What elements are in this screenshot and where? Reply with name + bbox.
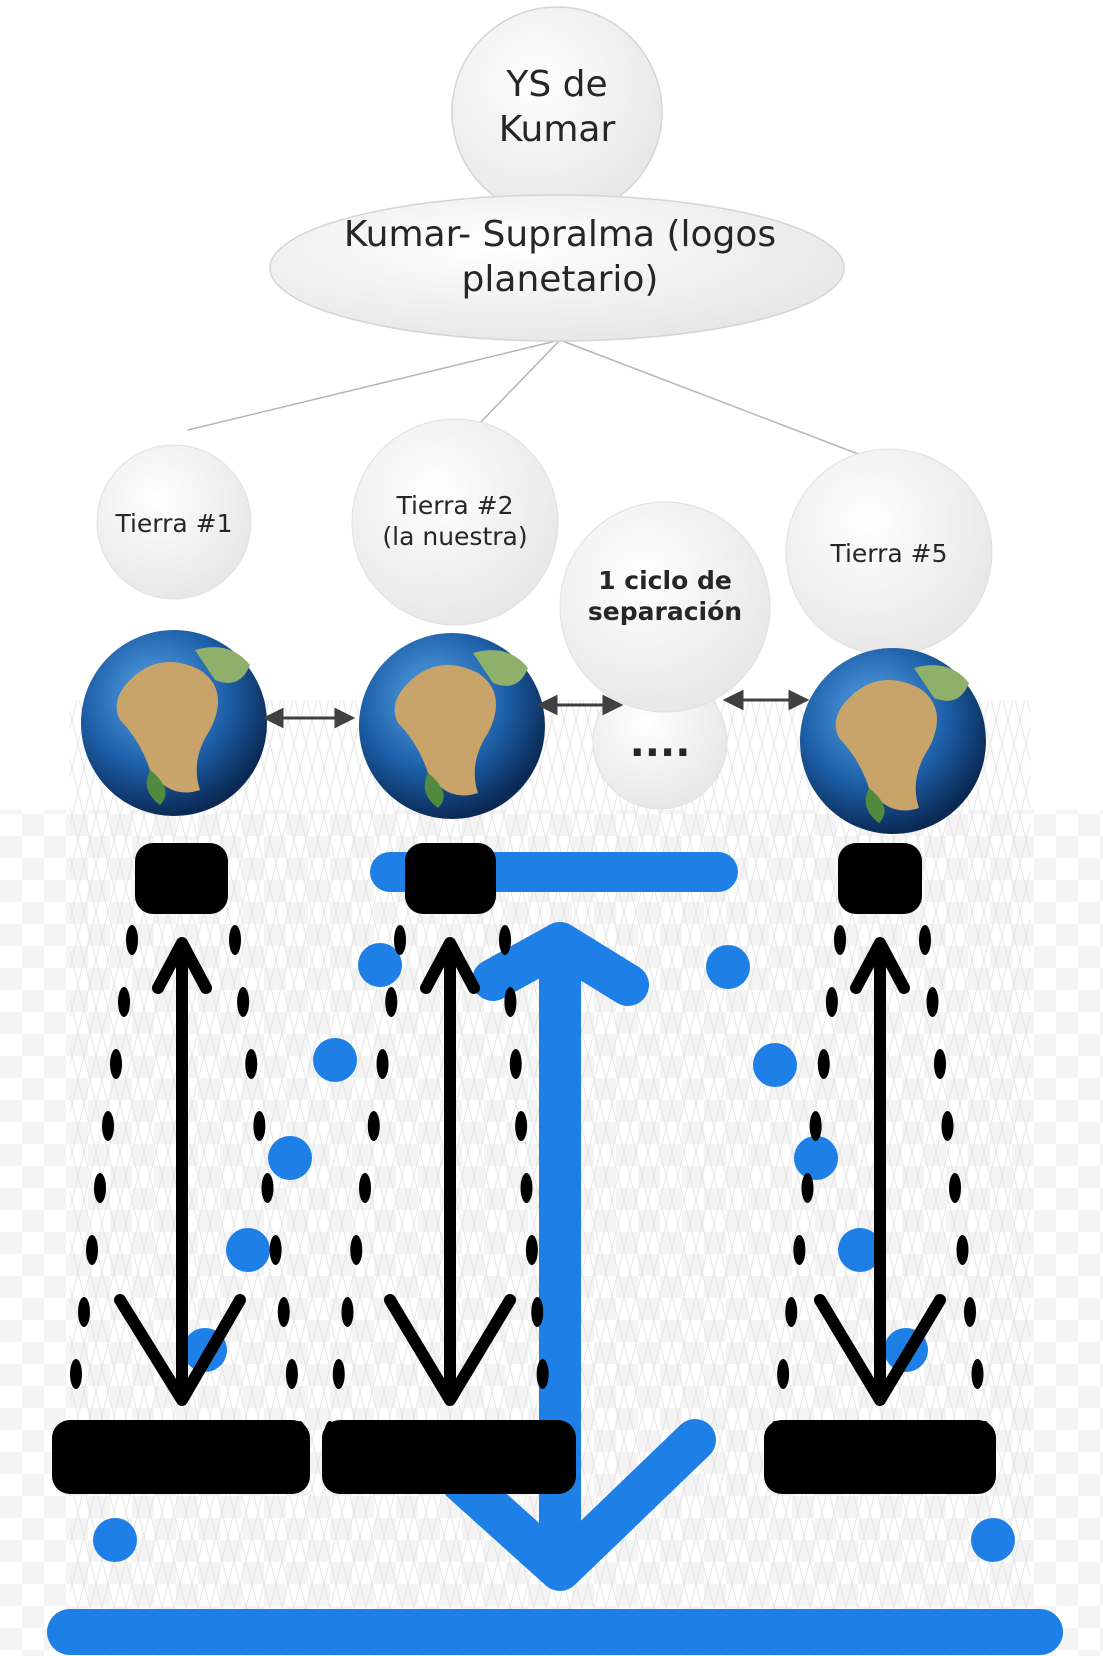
dash-mark	[126, 925, 138, 955]
earth-1-label: Tierra #1	[94, 508, 254, 539]
dash-mark	[62, 1421, 74, 1451]
dash-mark	[332, 1359, 345, 1389]
earth-5-label: Tierra #5	[799, 538, 979, 569]
dash-mark	[294, 1421, 306, 1451]
dash-mark	[934, 1049, 946, 1079]
dash-mark	[919, 925, 931, 955]
dash-mark	[956, 1235, 969, 1265]
dash-mark	[949, 1173, 961, 1203]
dash-mark	[531, 1297, 544, 1327]
dash-mark	[941, 1111, 954, 1141]
dash-mark	[817, 1049, 830, 1079]
earth-globe-1	[81, 630, 267, 816]
dash-mark	[102, 1111, 114, 1141]
dash-mark	[515, 1111, 528, 1141]
dash-mark	[285, 1359, 298, 1389]
dash-mark	[542, 1421, 554, 1451]
dash-mark	[536, 1359, 549, 1389]
dash-mark	[86, 1235, 98, 1265]
dash-mark	[971, 1359, 984, 1389]
separation-line2: separación	[587, 597, 743, 627]
dash-mark	[269, 1235, 282, 1265]
dash-mark	[70, 1359, 82, 1389]
dash-mark	[261, 1173, 274, 1203]
dash-mark	[809, 1111, 822, 1141]
separation-node	[559, 501, 771, 713]
dash-mark	[979, 1421, 991, 1451]
earth-2-label: Tierra #2 (la nuestra)	[355, 490, 555, 553]
top-node-line1: YS de	[506, 64, 608, 105]
dash-mark	[926, 987, 939, 1017]
earth-node-1	[96, 444, 252, 600]
black-dashes	[62, 925, 991, 1451]
dash-mark	[245, 1049, 258, 1079]
ellipsis-label: ....	[590, 718, 730, 768]
hierarchy-connectors	[187, 339, 901, 471]
ellipsis-text: ....	[629, 720, 691, 766]
black-double-arrows	[114, 937, 946, 1406]
dash-mark	[394, 925, 406, 955]
globe-link-arrows	[262, 689, 810, 729]
dash-mark	[793, 1235, 806, 1265]
dash-mark	[350, 1235, 363, 1265]
dash-mark	[341, 1297, 354, 1327]
dash-mark	[499, 925, 511, 955]
dash-mark	[229, 925, 241, 955]
dash-mark	[504, 987, 517, 1017]
dash-mark	[359, 1173, 371, 1203]
supralma-line2: planetario)	[461, 259, 659, 300]
separation-label: 1 ciclo de separación	[565, 565, 765, 628]
dash-mark	[367, 1111, 380, 1141]
supralma-line1: Kumar- Supralma (logos	[343, 214, 777, 255]
dash-mark	[118, 987, 130, 1017]
earth-2-line2: (la nuestra)	[382, 522, 528, 552]
dash-mark	[94, 1173, 106, 1203]
dash-mark	[834, 925, 846, 955]
dash-mark	[769, 1421, 781, 1451]
earth-2-line1: Tierra #2	[396, 491, 514, 520]
dash-mark	[78, 1297, 90, 1327]
dash-mark	[277, 1297, 290, 1327]
dash-mark	[785, 1297, 798, 1327]
bottom-bars	[52, 1420, 996, 1494]
dash-mark	[520, 1173, 533, 1203]
earth-globe-2	[359, 633, 545, 819]
dash-mark	[237, 987, 250, 1017]
earth-1-line1: Tierra #1	[115, 509, 233, 538]
dash-mark	[509, 1049, 522, 1079]
dash-mark	[525, 1235, 538, 1265]
dash-mark	[376, 1049, 389, 1079]
dash-mark	[777, 1359, 790, 1389]
dash-mark	[253, 1111, 266, 1141]
separation-line1: 1 ciclo de	[598, 566, 732, 595]
earth-5-line1: Tierra #5	[830, 539, 948, 568]
dash-mark	[324, 1421, 336, 1451]
dash-mark	[110, 1049, 122, 1079]
top-caps	[135, 843, 922, 914]
dash-mark	[801, 1173, 814, 1203]
supralma-label: Kumar- Supralma (logos planetario)	[300, 212, 820, 302]
dash-mark	[964, 1297, 976, 1327]
earth-globe-5	[800, 648, 986, 834]
dash-mark	[385, 987, 398, 1017]
earth-node-2	[351, 418, 559, 626]
top-node-label: YS de Kumar	[457, 62, 657, 152]
dash-mark	[825, 987, 838, 1017]
supralma-node	[269, 194, 845, 342]
top-node-line2: Kumar	[498, 109, 616, 150]
